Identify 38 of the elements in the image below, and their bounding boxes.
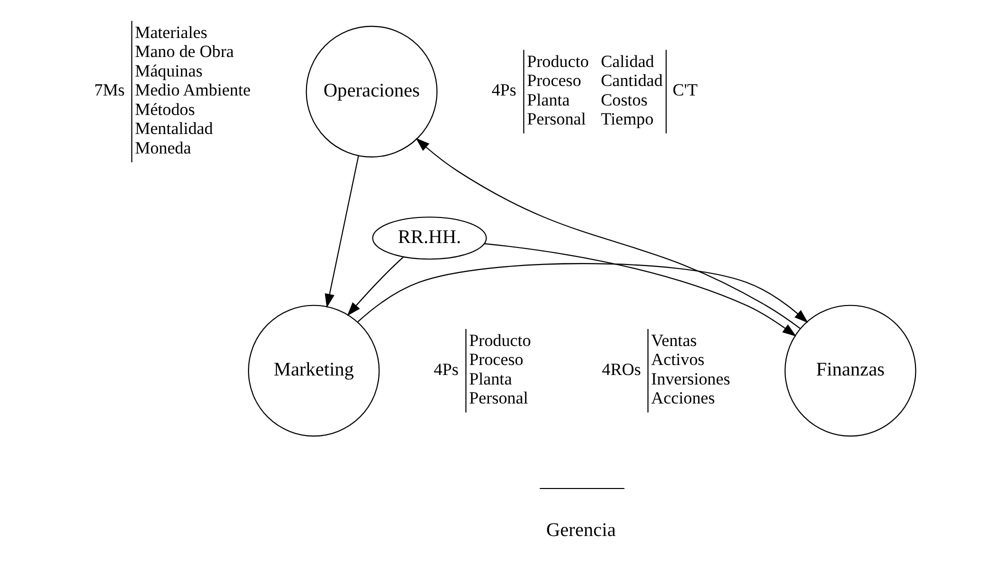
label: Máquinas <box>134 61 202 80</box>
label: 4Ps <box>433 360 458 379</box>
node-circle: Operaciones <box>305 26 438 158</box>
arrow <box>356 263 808 323</box>
label: Acciones <box>650 388 714 408</box>
node-ellipse: RR.HH. <box>372 216 486 260</box>
label: Personal <box>468 388 528 408</box>
label: Medio Ambiente <box>134 80 250 100</box>
arrow <box>324 156 358 308</box>
label: Materiales <box>134 22 207 42</box>
label: Mentalidad <box>134 119 212 138</box>
label: Cantidad <box>600 71 662 90</box>
label: Proceso <box>526 71 581 90</box>
arrow <box>346 256 404 316</box>
label: Personal <box>526 110 586 129</box>
node-circle: Marketing <box>247 304 380 437</box>
label: Métodos <box>134 100 194 119</box>
label: Inversiones <box>650 369 730 388</box>
label: Ventas <box>650 330 696 350</box>
label: Tiempo <box>600 110 654 129</box>
label: 7Ms <box>94 80 124 100</box>
label: Gerencia <box>546 520 616 542</box>
arrow <box>415 138 800 329</box>
label: Activos <box>650 350 704 370</box>
label: Planta <box>468 369 512 388</box>
label: 4Ps <box>491 80 516 100</box>
label: Calidad <box>600 52 654 71</box>
label: Mano de Obra <box>134 42 234 62</box>
label: Producto <box>468 330 530 350</box>
label: Moneda <box>134 138 191 158</box>
label: Costos <box>600 90 647 110</box>
label: Planta <box>526 90 570 110</box>
arrow <box>484 243 796 336</box>
label: Producto <box>526 52 588 71</box>
node-circle: Finanzas <box>784 304 916 437</box>
label: C'T <box>672 80 698 100</box>
label: Proceso <box>468 350 523 370</box>
label: 4ROs <box>601 360 640 379</box>
